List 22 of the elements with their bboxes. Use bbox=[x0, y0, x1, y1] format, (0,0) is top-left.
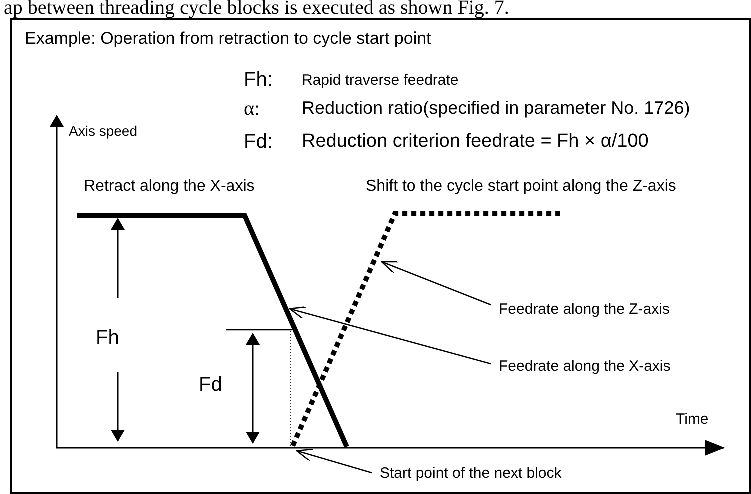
symbol-text: Fd: bbox=[244, 131, 273, 153]
leader-text: Start point of the next block bbox=[380, 466, 562, 482]
definition-text: Rapid traverse feedrate bbox=[302, 73, 459, 90]
curve-label: Shift to the cycle start point along the Z-axis bbox=[366, 178, 676, 196]
axis-title: Axis speed bbox=[69, 124, 138, 140]
formula-text: Reduction criterion feedrate = Fh × α/100 bbox=[302, 132, 649, 153]
dimension-label: Fh bbox=[96, 327, 120, 349]
leader-line bbox=[296, 448, 372, 474]
leader-line bbox=[381, 261, 492, 306]
axis-title: Time bbox=[676, 412, 709, 428]
symbol-text: α: bbox=[244, 98, 260, 120]
symbol-text: Fh: bbox=[244, 69, 273, 91]
dimension-label: Fd bbox=[199, 374, 222, 396]
leader-text: Feedrate along the Z-axis bbox=[499, 302, 670, 318]
heading-text: ap between threading cycle blocks is executed as shown Fig. 7. bbox=[4, 0, 510, 19]
curve-label: Retract along the X-axis bbox=[84, 178, 255, 196]
example-title: Example: Operation from retraction to cycle start point bbox=[25, 30, 432, 49]
definition-text: Reduction ratio(specified in parameter No. 1726) bbox=[302, 99, 690, 119]
z-axis-speed-line bbox=[290, 212, 560, 447]
leader-line bbox=[289, 306, 492, 365]
leader-text: Feedrate along the X-axis bbox=[499, 359, 671, 376]
x-axis-speed-line bbox=[77, 214, 350, 448]
